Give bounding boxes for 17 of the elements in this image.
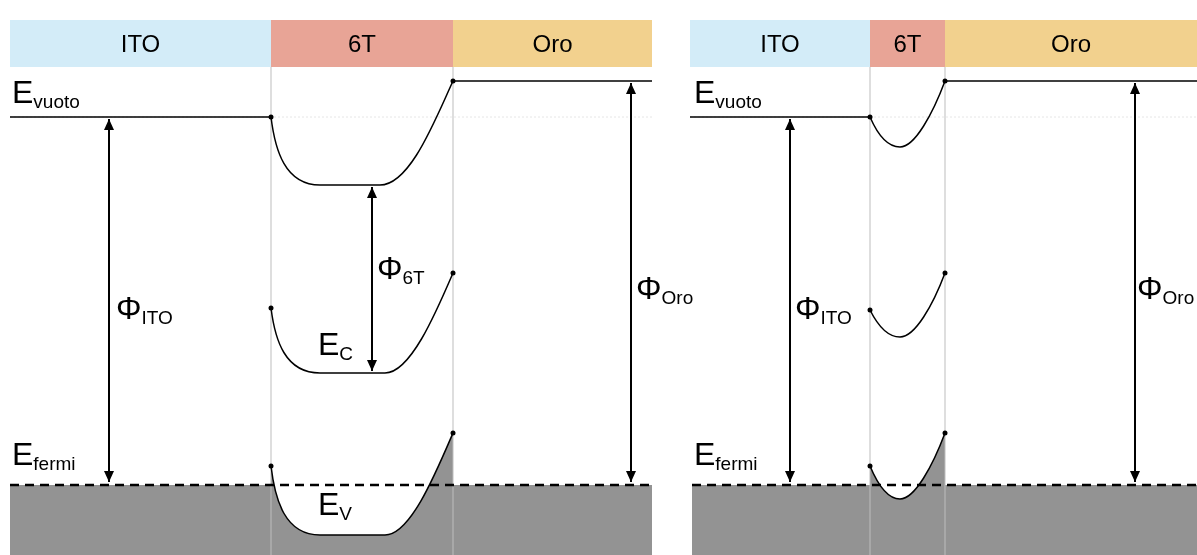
work-function-label: Φ$_{ITO}$ (116, 292, 173, 324)
energy-level-label: E$_{vuoto}$ (12, 76, 80, 108)
energy-level-label: E$_{fermi}$ (12, 438, 76, 470)
layer-band: 6T (271, 20, 453, 67)
energy-level-label: E$_{fermi}$ (694, 438, 758, 470)
energy-level-label: E$_{V}$ (318, 488, 353, 520)
energy-level-label: E$_{vuoto}$ (694, 76, 762, 108)
layer-band: Oro (945, 20, 1197, 67)
work-function-label: Φ$_{Oro}$ (1137, 272, 1195, 304)
work-function-label: Φ$_{ITO}$ (795, 292, 852, 324)
work-function-label: Φ$_{6T}$ (377, 252, 425, 284)
layer-band: 6T (870, 20, 945, 67)
layer-band: ITO (690, 20, 870, 67)
energy-level-label: E$_{C}$ (318, 328, 354, 360)
work-function-label: Φ$_{Oro}$ (636, 272, 694, 304)
layer-band: Oro (453, 20, 652, 67)
layer-band: ITO (10, 20, 271, 67)
